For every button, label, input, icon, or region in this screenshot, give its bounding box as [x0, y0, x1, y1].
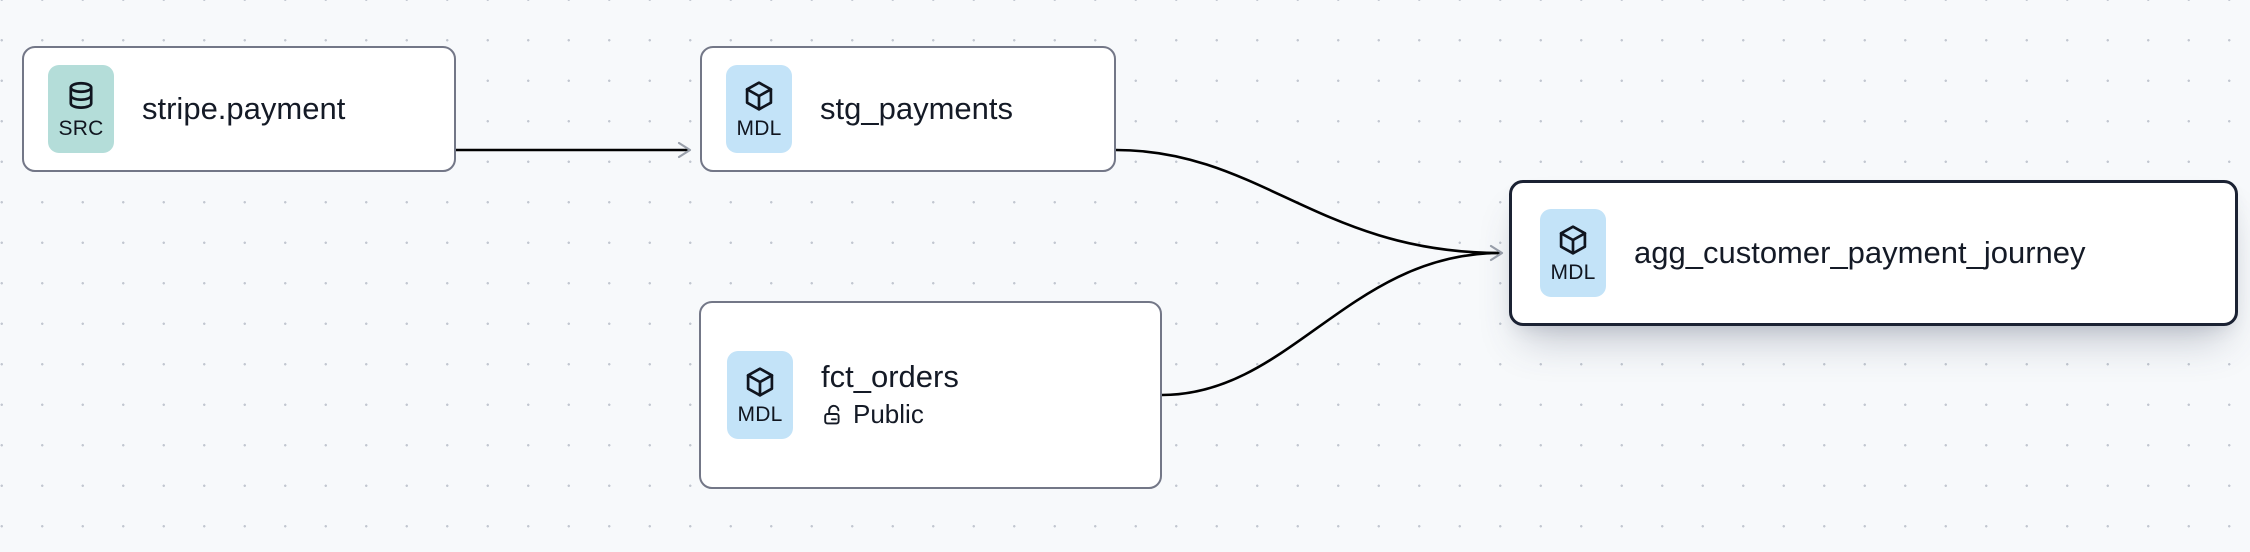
lineage-node-stg-payments[interactable]: MDL stg_payments	[700, 46, 1116, 172]
cube-icon	[1559, 225, 1587, 255]
model-type-badge: MDL	[1540, 209, 1606, 297]
badge-label: MDL	[1550, 261, 1596, 284]
edge-stg-to-agg	[1115, 148, 1501, 255]
arrowhead-stg-icon	[677, 141, 692, 159]
node-body: agg_customer_payment_journey	[1634, 234, 2086, 271]
node-title: stg_payments	[820, 90, 1013, 126]
arrowhead-agg-icon	[1489, 244, 1504, 262]
lineage-node-agg-customer-payment-journey[interactable]: MDL agg_customer_payment_journey	[1509, 180, 2238, 326]
badge-label: SRC	[58, 117, 104, 140]
cube-icon	[746, 367, 774, 397]
node-title: agg_customer_payment_journey	[1634, 234, 2086, 270]
node-body: stg_payments	[820, 90, 1013, 127]
unlock-icon	[824, 404, 840, 425]
node-visibility: Public	[821, 399, 959, 430]
model-type-badge: MDL	[727, 351, 793, 439]
node-body: stripe.payment	[142, 90, 346, 127]
node-title: stripe.payment	[142, 90, 346, 126]
model-type-badge: MDL	[726, 65, 792, 153]
node-title: fct_orders	[821, 358, 959, 394]
lineage-node-fct-orders[interactable]: MDL fct_orders Public	[699, 301, 1162, 489]
edge-fct-to-agg	[1161, 251, 1501, 397]
badge-label: MDL	[737, 403, 783, 426]
visibility-label: Public	[853, 399, 924, 430]
node-body: fct_orders Public	[821, 358, 959, 431]
source-type-badge: SRC	[48, 65, 114, 153]
lineage-node-stripe-payment[interactable]: SRC stripe.payment	[22, 46, 456, 172]
database-icon	[69, 81, 93, 109]
badge-label: MDL	[736, 117, 782, 140]
cube-icon	[745, 81, 773, 111]
